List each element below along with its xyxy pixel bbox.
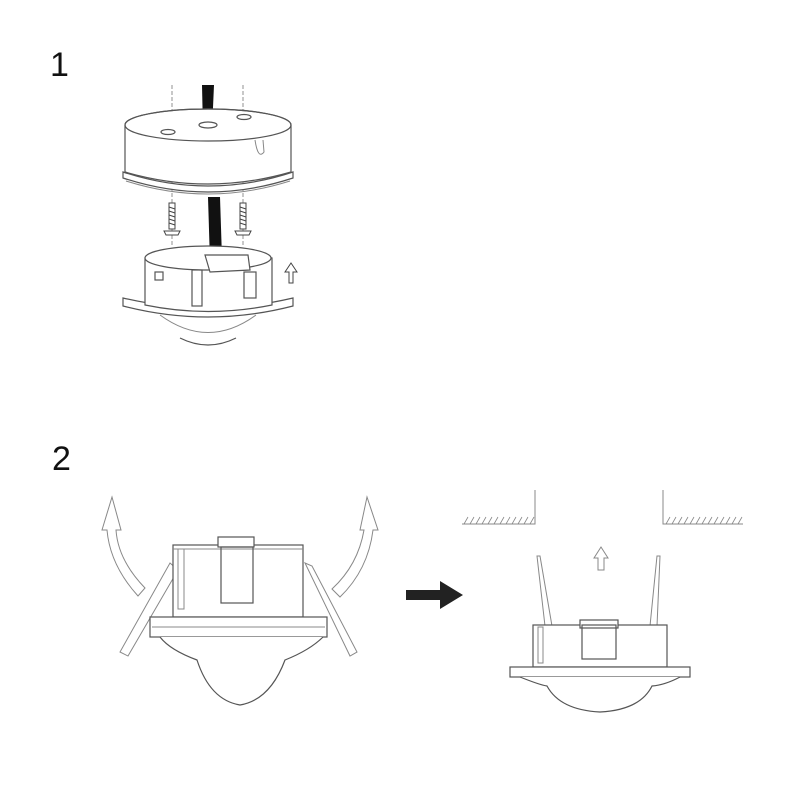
step-1-illustration (122, 85, 298, 346)
ceiling-cutout-icon (462, 490, 743, 525)
mounting-base-icon (122, 108, 294, 195)
step-1-number: 1 (50, 46, 69, 84)
sensor-body-icon (122, 245, 294, 346)
spring-clip-arrow-right-icon (331, 495, 379, 598)
step-2-left-illustration (101, 495, 379, 706)
up-arrow-icon (593, 546, 609, 571)
screw-icon (234, 202, 252, 236)
up-arrow-icon (284, 262, 298, 284)
step-2-right-illustration (462, 490, 743, 713)
screw-icon (163, 202, 181, 236)
spring-clip-arrow-left-icon (101, 495, 146, 597)
step-2-number: 2 (52, 440, 71, 478)
right-arrow-icon (406, 581, 463, 609)
